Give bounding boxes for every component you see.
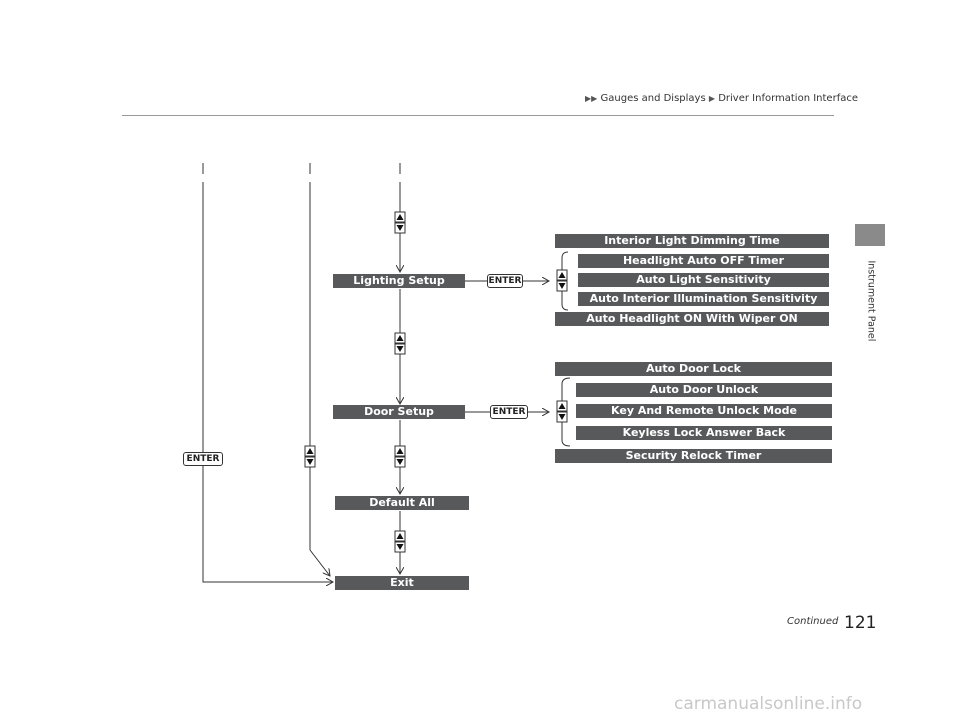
arrow-up-down-icon (394, 211, 406, 234)
door-item: Key And Remote Unlock Mode (576, 404, 832, 418)
default-all-box: Default All (335, 496, 469, 510)
lighting-item: Auto Headlight ON With Wiper ON (555, 312, 829, 326)
arrow-up-down-icon (556, 269, 568, 292)
lighting-item: Auto Light Sensitivity (578, 273, 829, 287)
breadcrumb-page: Driver Information Interface (718, 93, 858, 104)
door-item: Security Relock Timer (555, 449, 832, 463)
enter-button-icon: ENTER (183, 452, 223, 466)
page-number: 121 (844, 613, 877, 633)
lighting-setup-box: Lighting Setup (333, 274, 465, 288)
back-line (309, 182, 330, 576)
lighting-item: Headlight Auto OFF Timer (578, 254, 829, 268)
watermark: carmanualsonline.info (674, 694, 863, 714)
enter-button-icon: ENTER (487, 274, 523, 288)
exit-box: Exit (335, 576, 469, 590)
continued-label: Continued (787, 616, 839, 627)
door-item: Keyless Lock Answer Back (576, 426, 832, 440)
arrow-up-down-icon (304, 445, 316, 468)
arrow-up-down-icon (556, 400, 568, 423)
triangle-right-icon: ▶▶ (585, 94, 598, 103)
breadcrumb: ▶▶ Gauges and Displays ▶ Driver Informat… (585, 93, 858, 104)
enter-button-icon: ENTER (490, 405, 528, 419)
lighting-item: Auto Interior Illumination Sensitivity (578, 292, 829, 306)
section-tab (855, 224, 885, 246)
arrow-up-down-icon (394, 530, 406, 553)
lighting-item: Interior Light Dimming Time (555, 234, 829, 248)
triangle-right-icon: ▶ (708, 94, 716, 103)
door-item: Auto Door Unlock (576, 383, 832, 397)
arrow-up-down-icon (394, 445, 406, 468)
door-item: Auto Door Lock (555, 362, 832, 376)
door-setup-box: Door Setup (333, 405, 465, 419)
header-divider (122, 115, 834, 116)
breadcrumb-section: Gauges and Displays (600, 93, 706, 104)
enter-return-line (202, 182, 333, 582)
arrow-up-down-icon (394, 332, 406, 355)
